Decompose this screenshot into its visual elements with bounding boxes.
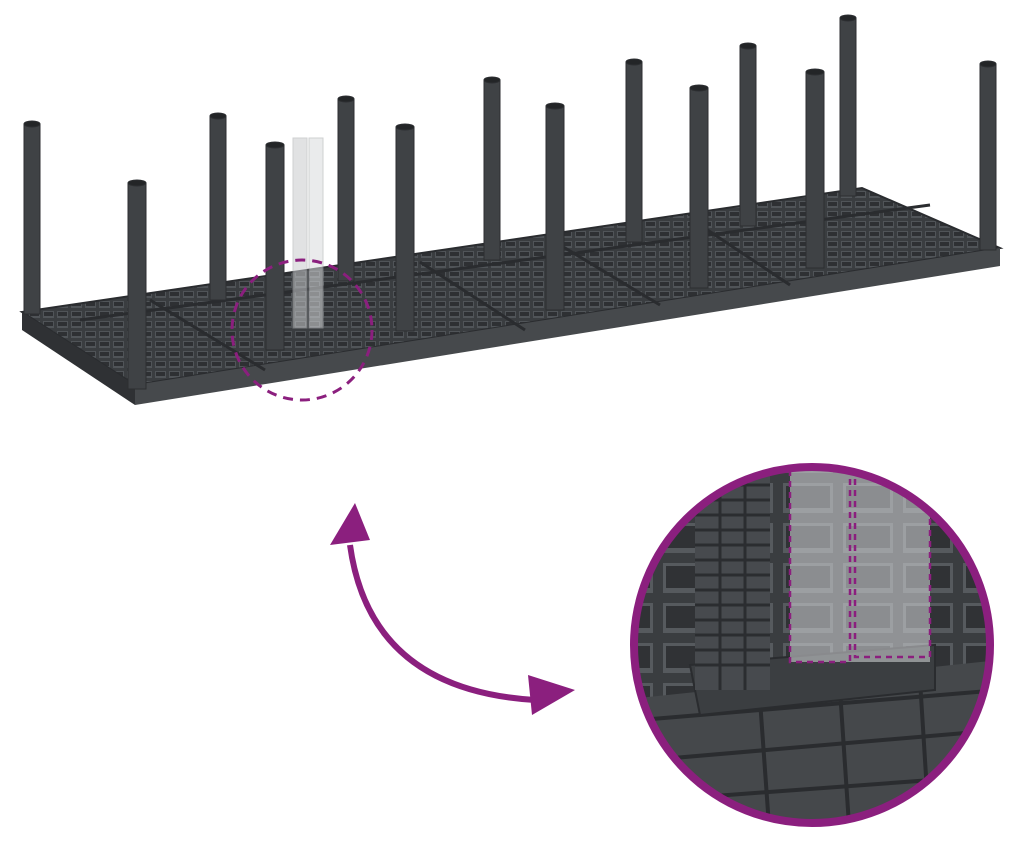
curved-double-arrow-icon [330,503,575,715]
rack-base [19,186,1004,405]
magnifier-detail-circle [630,463,994,827]
rack-posts [23,14,997,390]
post [395,123,415,332]
post [689,84,709,289]
post [625,58,643,243]
post [979,60,997,251]
post [739,42,757,227]
post [265,141,285,351]
transparent-post-detail [788,467,932,664]
post [23,120,41,315]
post [127,179,147,390]
post [839,14,857,197]
post [209,112,227,301]
transparent-post [292,137,324,329]
post [545,102,565,311]
post [337,95,355,282]
dashed-highlight-circle [230,258,374,402]
post [805,68,825,269]
post [483,76,501,261]
